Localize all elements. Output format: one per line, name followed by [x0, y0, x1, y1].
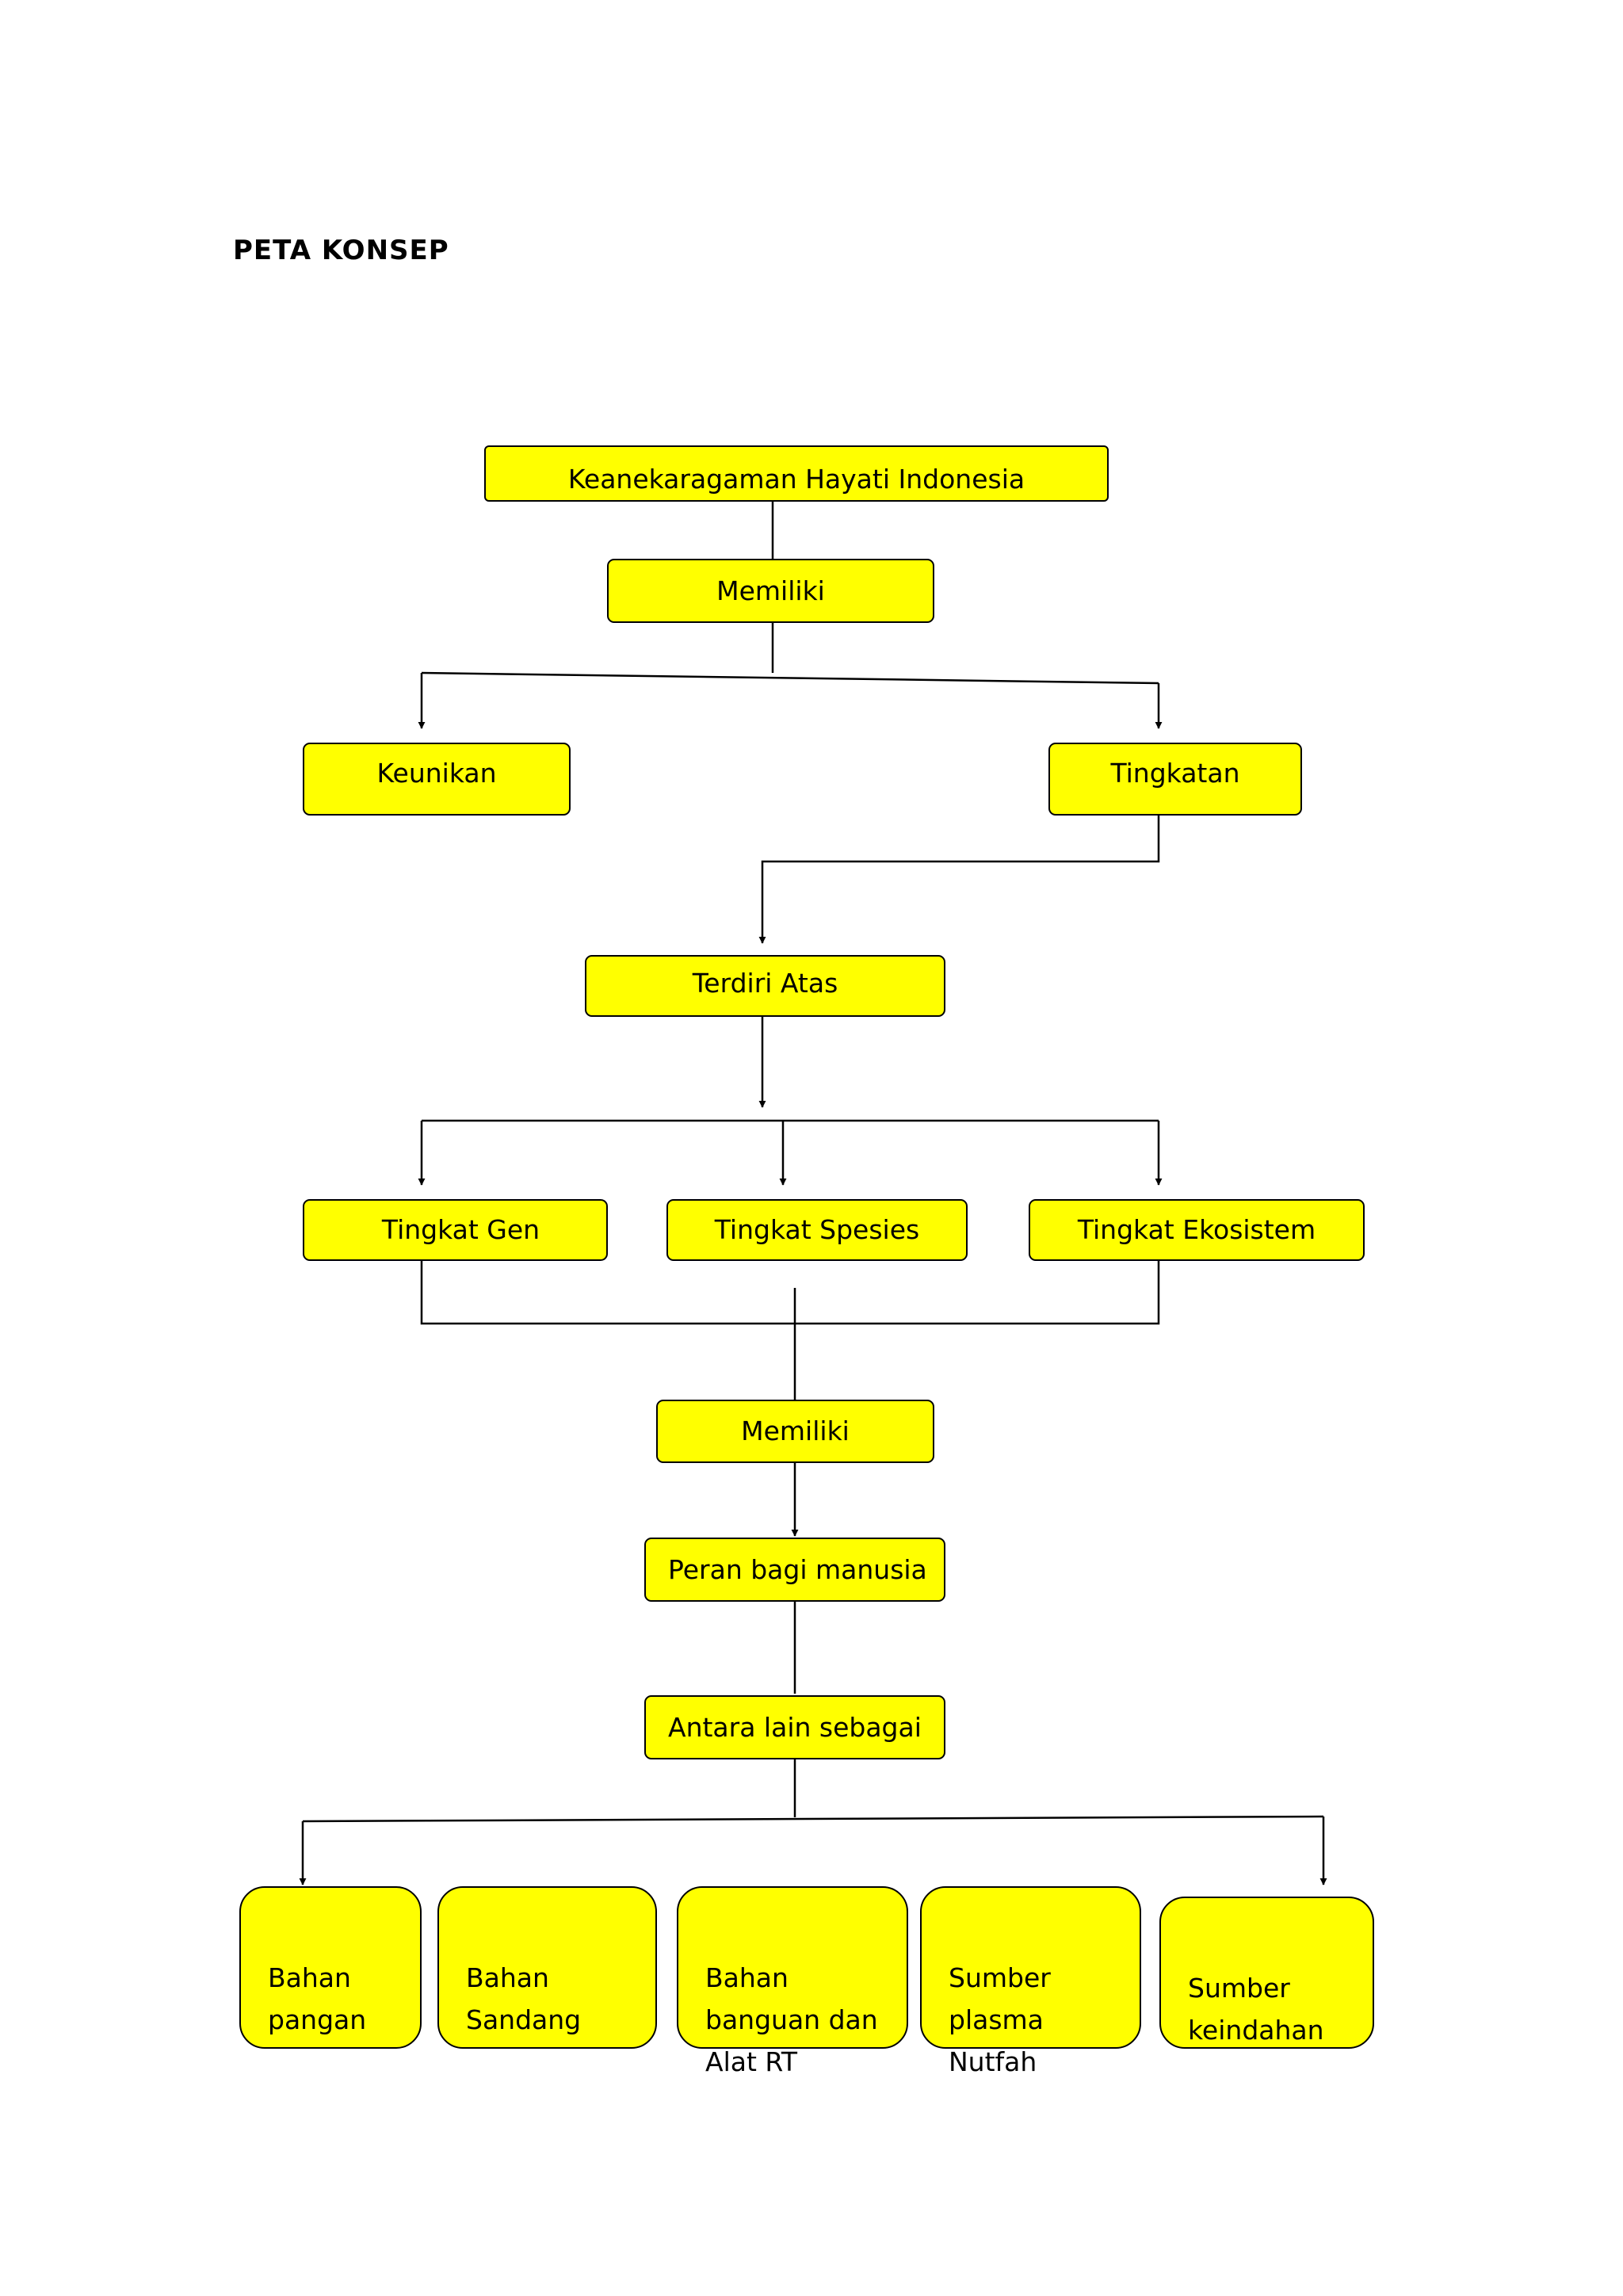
terdiri-atas-node: Terdiri Atas — [585, 955, 945, 1017]
tingkat-ekosistem-label: Tingkat Ekosistem — [1077, 1214, 1316, 1246]
connector-splitter-1 — [421, 671, 1159, 685]
memiliki-label-2: Memiliki — [741, 1415, 850, 1447]
leaf-sumber-plasma-label: Sumber plasma Nutfah — [949, 1962, 1051, 2077]
memiliki-node-1: Memiliki — [607, 559, 934, 623]
leaf-bahan-sandang-label: Bahan Sandang — [466, 1962, 582, 2035]
memiliki-label-1: Memiliki — [716, 575, 825, 606]
tingkat-gen-node: Tingkat Gen — [303, 1199, 608, 1261]
connector-converge — [420, 1261, 1160, 1325]
tingkat-spesies-node: Tingkat Spesies — [666, 1199, 968, 1261]
leaf-bahan-bangunan: Bahan banguan dan Alat RT — [677, 1886, 908, 2077]
connector-splitter-3 — [302, 1815, 1324, 1823]
antara-lain-label: Antara lain sebagai — [668, 1711, 922, 1743]
tingkat-ekosistem-node: Tingkat Ekosistem — [1029, 1199, 1365, 1261]
arrow-to-terdiri-atas — [758, 816, 1160, 944]
leaf-bahan-bangunan-label: Bahan banguan dan Alat RT — [705, 1962, 878, 2077]
leaf-bahan-pangan-label: Bahan pangan — [268, 1962, 367, 2035]
keunikan-node: Keunikan — [303, 743, 571, 816]
tingkat-spesies-label: Tingkat Spesies — [714, 1214, 920, 1246]
peran-node: Peran bagi manusia — [644, 1538, 945, 1602]
root-node: Keanekaragaman Hayati Indonesia — [484, 445, 1109, 502]
tingkat-gen-label: Tingkat Gen — [381, 1214, 540, 1246]
keunikan-label: Keunikan — [376, 758, 497, 789]
leaf-sumber-plasma: Sumber plasma Nutfah — [920, 1886, 1141, 2077]
leaf-bahan-sandang: Bahan Sandang — [437, 1886, 657, 2049]
terdiri-atas-label: Terdiri Atas — [692, 968, 838, 999]
root-label: Keanekaragaman Hayati Indonesia — [567, 463, 1025, 495]
peran-label: Peran bagi manusia — [668, 1553, 927, 1585]
tingkatan-node: Tingkatan — [1048, 743, 1302, 816]
leaf-bahan-pangan: Bahan pangan — [239, 1886, 422, 2049]
leaf-sumber-keindahan: Sumber keindahan — [1159, 1897, 1374, 2049]
memiliki-node-2: Memiliki — [656, 1400, 934, 1463]
leaf-sumber-keindahan-label: Sumber keindahan — [1188, 1973, 1324, 2046]
tingkatan-label: Tingkatan — [1110, 758, 1240, 789]
page-title: PETA KONSEP — [233, 235, 449, 266]
antara-lain-node: Antara lain sebagai — [644, 1695, 945, 1759]
